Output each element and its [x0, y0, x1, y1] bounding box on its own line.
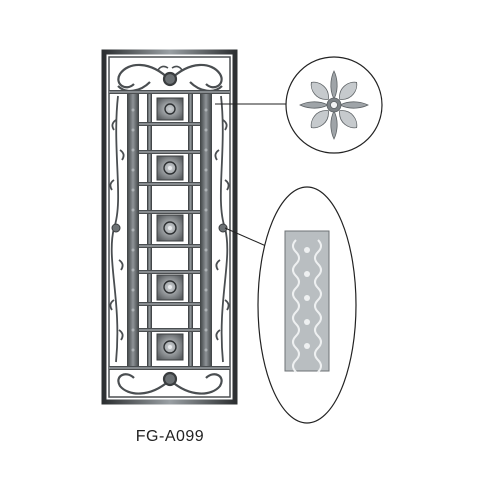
top-scroll-ornament — [117, 63, 223, 92]
gate-panel — [101, 49, 238, 405]
callout-lines — [215, 103, 286, 247]
rosette-detail-zoom — [285, 56, 383, 154]
scroll-strip-detail-zoom — [257, 186, 357, 424]
rosette-plates — [156, 97, 184, 361]
bottom-scroll-ornament — [117, 371, 223, 395]
product-code-caption: FG-A099 — [135, 428, 205, 445]
